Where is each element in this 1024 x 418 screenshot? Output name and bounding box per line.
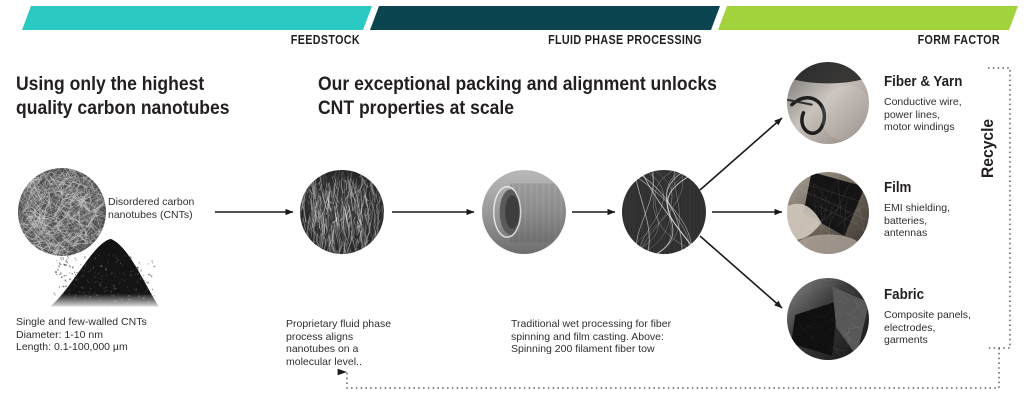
form-factor-desc-fiber-yarn: Conductive wire, power lines, motor wind…	[884, 96, 962, 134]
caption-disordered-cnts: Disordered carbon nanotubes (CNTs)	[108, 196, 195, 221]
stage-label-fluid-phase-processing: FLUID PHASE PROCESSING	[548, 33, 702, 47]
form-factor-title-film: Film	[884, 180, 912, 196]
fiber-yarn-photo	[787, 62, 869, 144]
stage-chevron-form-factor	[718, 6, 1018, 30]
fiber-tow-photo	[622, 170, 706, 254]
headline-fluid-phase: Our exceptional packing and alignment un…	[318, 73, 717, 119]
fabric-photo	[787, 278, 869, 360]
stage-label-form-factor: FORM FACTOR	[917, 33, 1000, 47]
form-factor-title-fabric: Fabric	[884, 287, 925, 303]
form-factor-desc-film: EMI shielding, batteries, antennas	[884, 202, 950, 240]
form-factor-desc-fabric: Composite panels, electrodes, garments	[884, 309, 971, 347]
stage-banner	[0, 6, 1024, 30]
caption-wet-processing: Traditional wet processing for fiber spi…	[511, 318, 672, 356]
film-photo	[787, 172, 869, 254]
spinneret-photo	[482, 170, 566, 254]
aligned-cnt-micrograph	[300, 170, 384, 254]
headline-feedstock: Using only the highest quality carbon na…	[16, 73, 230, 119]
recycle-label: Recycle	[978, 118, 997, 178]
stage-chevron-feedstock	[22, 6, 372, 30]
form-factor-title-fiber-yarn: Fiber & Yarn	[884, 74, 963, 90]
cnt-powder-image	[48, 236, 160, 308]
stage-label-feedstock: FEEDSTOCK	[290, 33, 360, 47]
stage-chevron-fluid-phase-processing	[370, 6, 720, 30]
caption-cnt-specs: Single and few-walled CNTs Diameter: 1-1…	[16, 316, 147, 354]
caption-fluid-phase-process: Proprietary fluid phase process aligns n…	[286, 318, 392, 368]
